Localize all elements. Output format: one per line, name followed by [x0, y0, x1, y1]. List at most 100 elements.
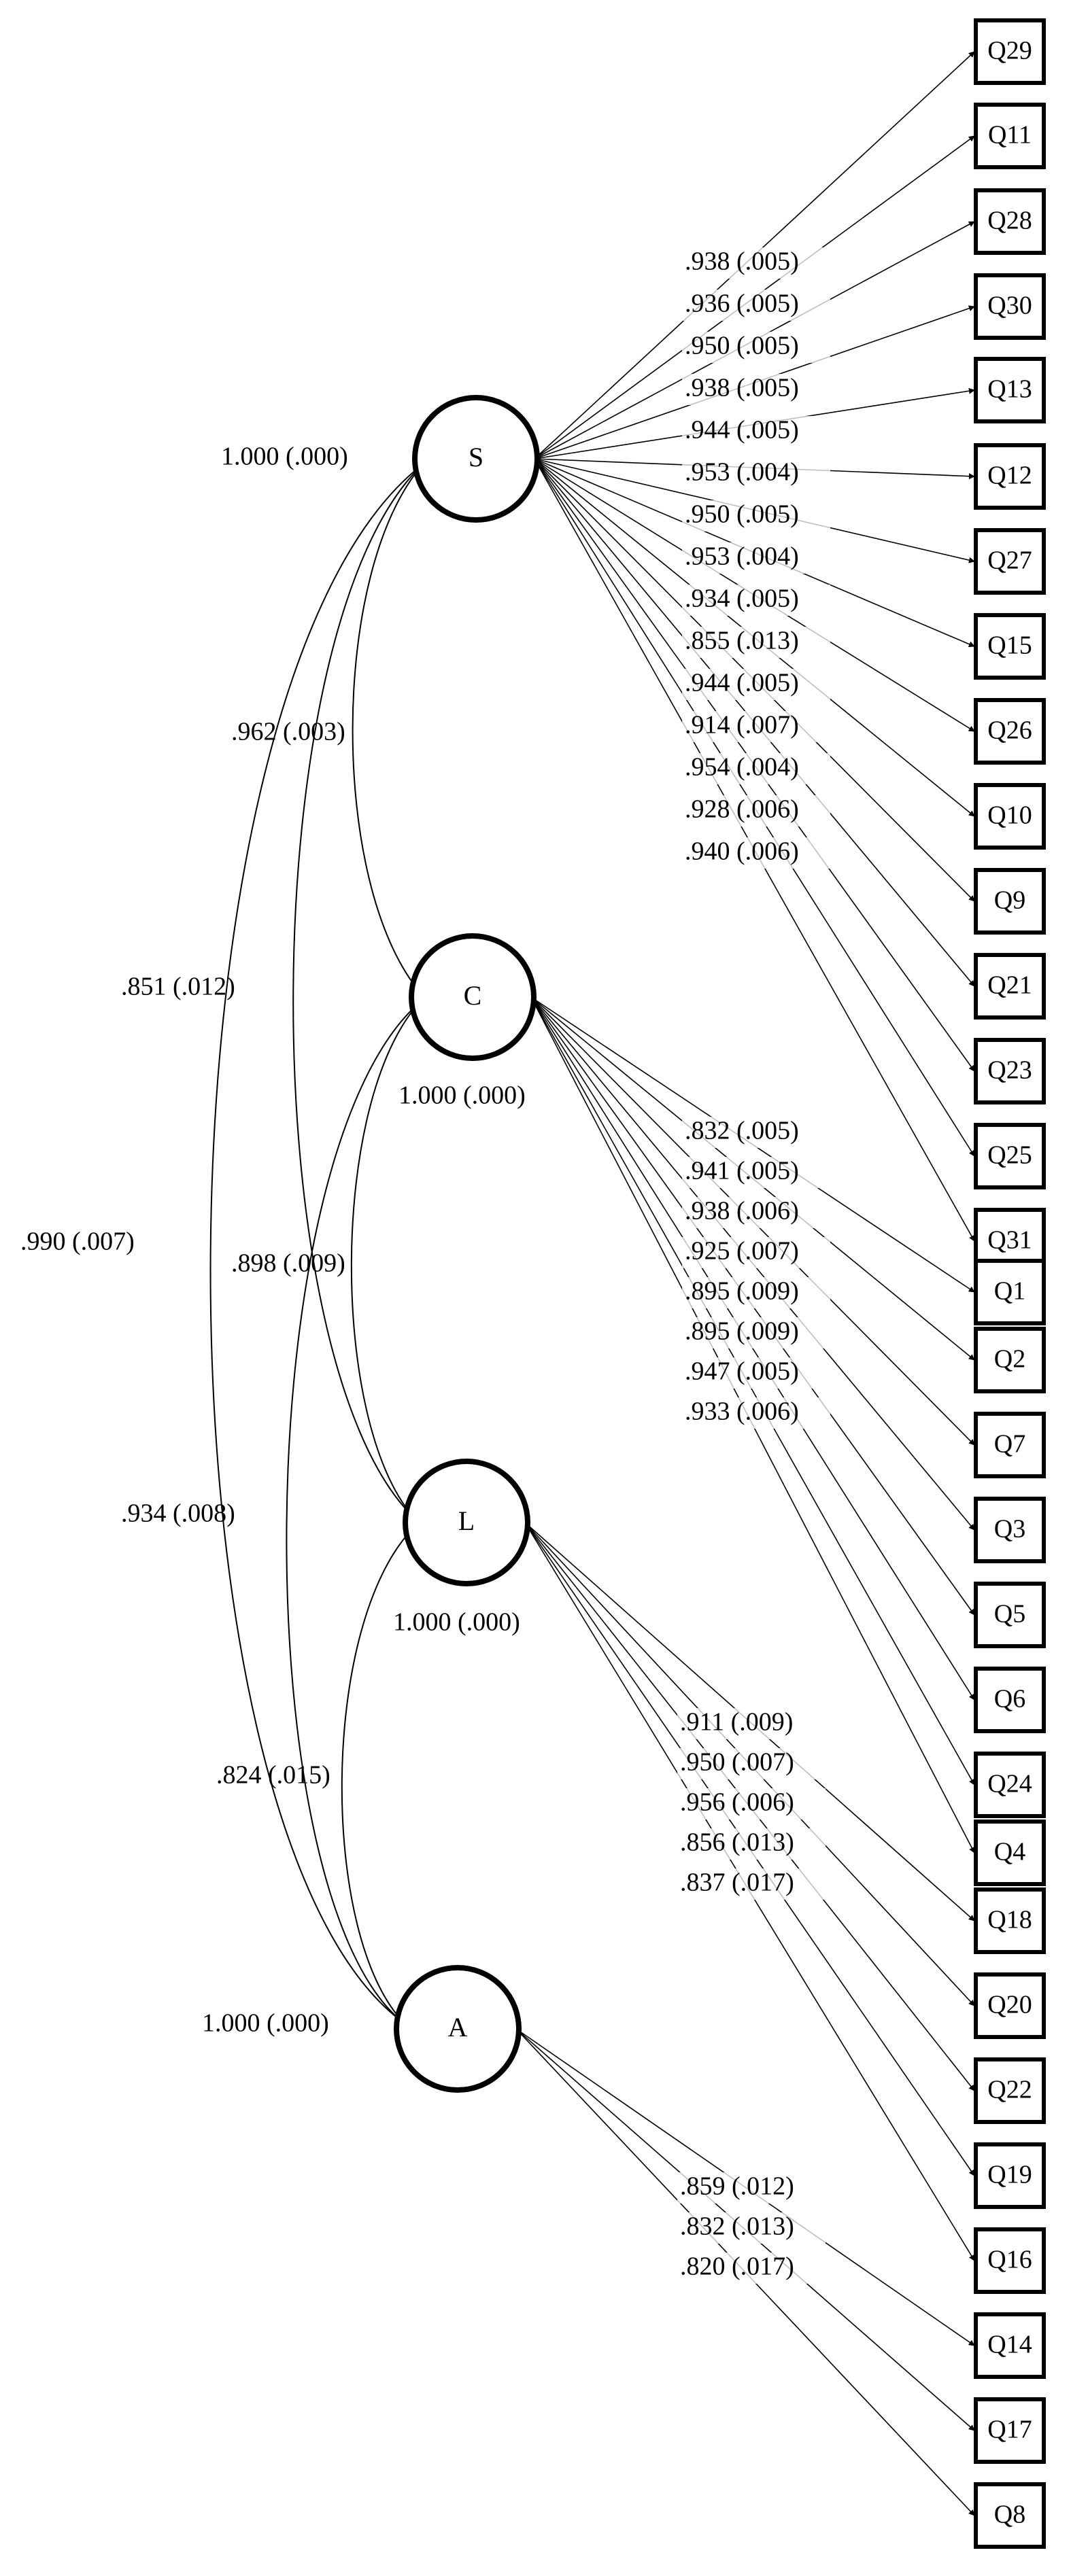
- indicator-q26-box: [974, 698, 1046, 765]
- indicator-q23-name: Q23: [987, 1056, 1032, 1085]
- factor-l-variance-label: 1.000 (.000): [393, 1608, 520, 1637]
- indicator-q1-name: Q1: [994, 1277, 1025, 1306]
- loading-label-bg: [682, 500, 830, 532]
- indicator-q9-box: [974, 868, 1046, 935]
- indicator-q6-box: [974, 1667, 1046, 1733]
- loading-label-s-11: .914 (.007): [685, 711, 799, 739]
- loading-label-s-9: .855 (.013): [685, 627, 799, 655]
- loading-label-s-12: .954 (.004): [685, 753, 799, 782]
- indicator-q18-name: Q18: [987, 1906, 1032, 1934]
- indicator-q24-name: Q24: [987, 1770, 1032, 1798]
- indicator-q1-box: [974, 1259, 1046, 1325]
- covariance-c-l-path: [350, 996, 426, 1518]
- loading-label-bg: [677, 2212, 826, 2244]
- indicator-q21-name: Q21: [987, 971, 1032, 1000]
- loading-label-bg: [682, 669, 830, 700]
- indicator-q23-box: [974, 1038, 1046, 1104]
- loading-label-bg: [682, 1317, 830, 1348]
- indicator-q17-box: [974, 2397, 1046, 2464]
- factor-c-variance-label: 1.000 (.000): [398, 1081, 526, 1110]
- indicator-q3-box: [974, 1497, 1046, 1563]
- indicator-q25-box: [974, 1123, 1046, 1189]
- indicator-q5-box: [974, 1582, 1046, 1648]
- indicator-q8-box: [974, 2482, 1046, 2549]
- indicator-q13-name: Q13: [987, 375, 1032, 404]
- indicator-q6-name: Q6: [994, 1685, 1025, 1713]
- indicator-q12-name: Q12: [987, 462, 1032, 490]
- loading-label-c-4: .895 (.009): [685, 1277, 799, 1306]
- covariance-l-a-path: [341, 1522, 420, 2024]
- indicator-q3-name: Q3: [994, 1515, 1025, 1544]
- covariance-s-c-path: [352, 457, 429, 992]
- loading-label-s-2: .950 (.005): [685, 332, 799, 360]
- loading-label-c-6: .947 (.005): [685, 1357, 799, 1386]
- covariance-l-a-label: .824 (.015): [216, 1761, 330, 1790]
- factor-c-circle: [409, 933, 537, 1061]
- factor-l-circle: [403, 1459, 530, 1586]
- loading-label-c-3: .925 (.007): [685, 1237, 799, 1266]
- covariance-s-c-label: .962 (.003): [231, 718, 345, 746]
- covariance-s-a-path: [209, 458, 430, 2024]
- indicator-q29-name: Q29: [987, 37, 1032, 65]
- indicator-q20-box: [974, 1972, 1046, 2039]
- loading-label-l-2: .956 (.006): [680, 1788, 794, 1817]
- loading-label-c-5: .895 (.009): [685, 1317, 799, 1346]
- indicator-q25-name: Q25: [987, 1141, 1032, 1170]
- covariance-c-a-path: [286, 996, 426, 2024]
- loading-label-s-3: .938 (.005): [685, 374, 799, 402]
- loading-label-a-1: .832 (.013): [680, 2212, 794, 2241]
- factor-a-name: A: [448, 2012, 468, 2042]
- indicator-q30-box: [974, 273, 1046, 340]
- loading-label-c-0: .832 (.005): [685, 1117, 799, 1145]
- loading-label-bg: [682, 585, 830, 616]
- loading-label-bg: [682, 332, 830, 363]
- indicator-q7-name: Q7: [994, 1430, 1025, 1459]
- indicator-q28-name: Q28: [987, 207, 1032, 235]
- loading-label-bg: [682, 416, 830, 447]
- loading-label-s-7: .953 (.004): [685, 542, 799, 571]
- indicator-q30-name: Q30: [987, 292, 1032, 320]
- factor-c-name: C: [464, 980, 482, 1011]
- indicator-q9-name: Q9: [994, 886, 1025, 915]
- covariance-s-l-path: [292, 458, 429, 1518]
- loading-label-l-4: .837 (.017): [680, 1868, 794, 1897]
- loading-label-bg: [682, 627, 830, 658]
- indicator-q4-name: Q4: [994, 1838, 1025, 1866]
- loading-label-l-1: .950 (.007): [680, 1748, 794, 1777]
- label-layer: S1.000 (.000)C1.000 (.000)L1.000 (.000)A…: [20, 37, 1032, 2529]
- loading-label-bg: [682, 458, 830, 489]
- loading-label-l-3: .856 (.013): [680, 1828, 794, 1857]
- indicator-q4-box: [974, 1820, 1046, 1886]
- loading-label-bg: [682, 711, 830, 742]
- indicator-q19-box: [974, 2142, 1046, 2209]
- indicator-q11-name: Q11: [988, 121, 1032, 150]
- loading-label-bg: [682, 247, 830, 279]
- loading-label-bg: [682, 1197, 830, 1228]
- indicator-q18-box: [974, 1887, 1046, 1954]
- loading-label-bg: [682, 1397, 830, 1429]
- indicator-q16-box: [974, 2227, 1046, 2294]
- indicator-q26-name: Q26: [987, 716, 1032, 745]
- factor-l-name: L: [458, 1505, 475, 1536]
- factor-s-variance-label: 1.000 (.000): [221, 442, 348, 471]
- indicator-q19-name: Q19: [987, 2161, 1032, 2189]
- indicator-q21-box: [974, 953, 1046, 1020]
- loading-label-bg: [677, 1788, 826, 1820]
- indicator-q16-name: Q16: [987, 2246, 1032, 2274]
- covariance-s-l-label: .851 (.012): [121, 973, 235, 1001]
- loading-label-c-1: .941 (.005): [685, 1157, 799, 1185]
- covariance-s-a-label: .990 (.007): [20, 1228, 135, 1256]
- loading-label-s-8: .934 (.005): [685, 585, 799, 613]
- factor-a-variance-label: 1.000 (.000): [202, 2009, 329, 2038]
- indicator-q14-name: Q14: [987, 2331, 1032, 2359]
- indicator-q14-box: [974, 2312, 1046, 2379]
- loading-label-s-6: .950 (.005): [685, 500, 799, 529]
- loading-label-l-0: .911 (.009): [680, 1708, 793, 1737]
- indicator-q29-box: [974, 18, 1046, 85]
- loading-label-bg: [682, 837, 830, 869]
- loading-label-bg: [682, 1237, 830, 1268]
- indicator-q31-name: Q31: [987, 1226, 1032, 1255]
- indicator-q13-box: [974, 357, 1046, 423]
- loading-label-bg: [677, 1708, 826, 1739]
- loading-label-bg: [682, 374, 830, 405]
